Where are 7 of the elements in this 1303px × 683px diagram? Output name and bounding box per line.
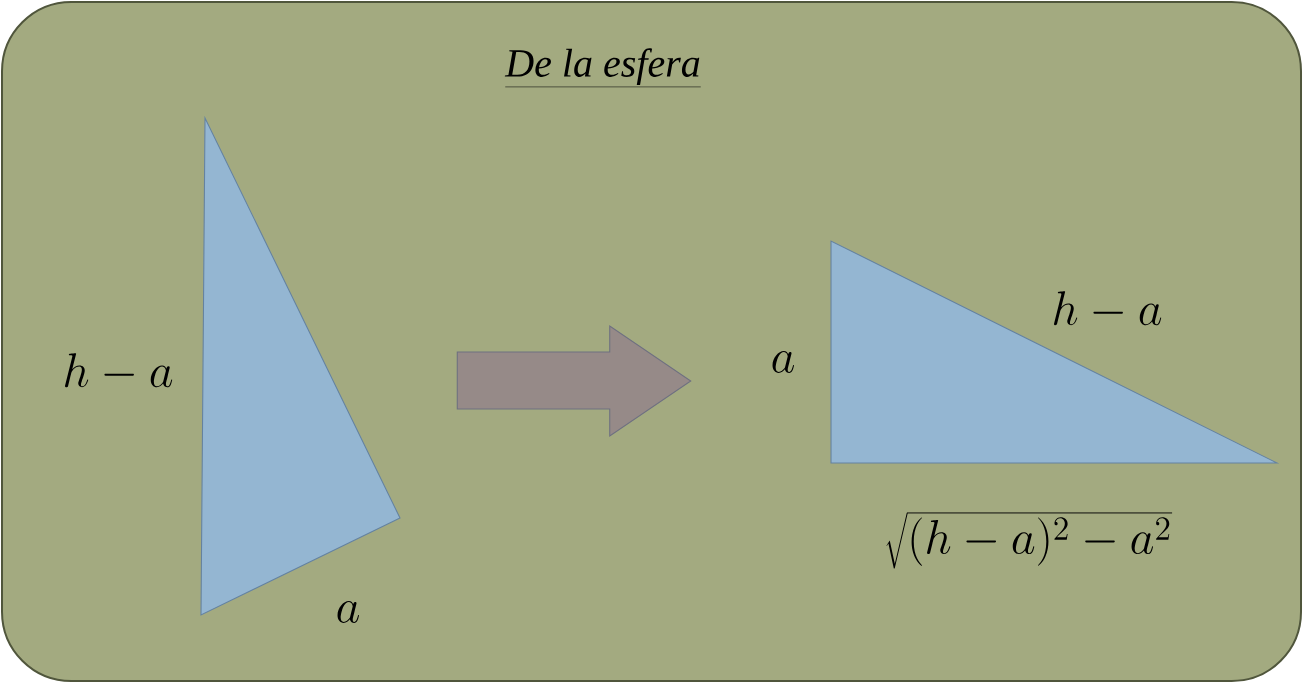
side-label: $h-a$ [1054, 291, 1162, 326]
side-label: $h-a$ [65, 353, 173, 388]
side-label: $a$ [337, 601, 360, 623]
title: De la esfera [504, 48, 702, 88]
side-label: $a$ [772, 351, 795, 373]
side-label: $\sqrt{(h-a)^2-a^2}$ [886, 512, 1173, 569]
block-arrow [456, 325, 692, 437]
